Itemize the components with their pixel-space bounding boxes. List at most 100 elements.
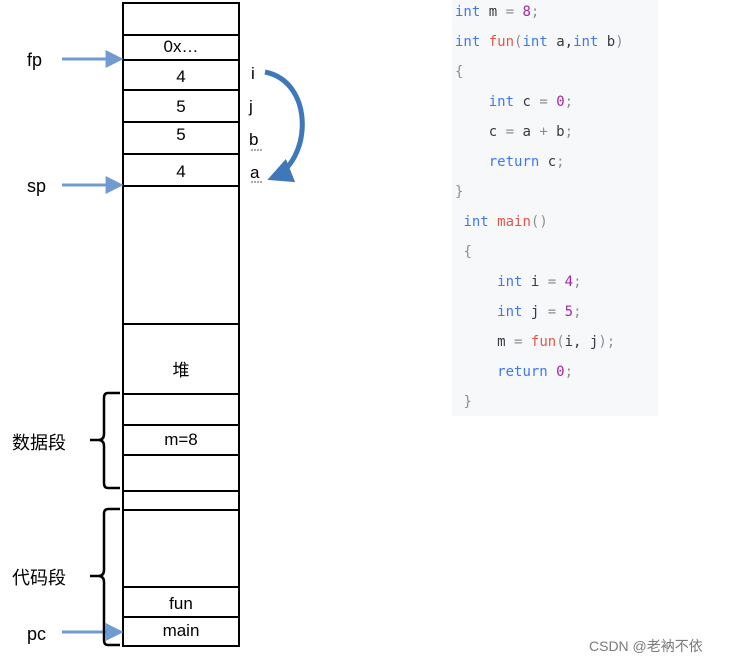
mem-divider	[124, 393, 238, 395]
code-token: 4	[564, 274, 574, 290]
data-segment-label: 数据段	[12, 433, 66, 453]
code-token	[455, 304, 497, 320]
memory-stack: 0x… 4 5 5 4 堆 m=8 fun main	[122, 2, 240, 647]
code-token: {	[463, 244, 472, 260]
code-token: m	[455, 334, 515, 350]
code-segment-brace	[90, 507, 120, 647]
code-line: {	[455, 64, 463, 80]
fp-label: fp	[27, 50, 43, 70]
mem-divider	[124, 586, 238, 588]
code-token: a	[514, 124, 540, 140]
code-segment-label: 代码段	[12, 568, 66, 588]
code-line: int main()	[455, 214, 548, 230]
code-token: 5	[564, 304, 574, 320]
code-line: {	[455, 244, 472, 260]
watermark: CSDN @老衲不依	[589, 638, 703, 654]
var-label-a: a	[250, 163, 260, 182]
code-token: =	[505, 124, 515, 140]
code-token: int	[573, 34, 599, 50]
stack-cell-j: 5	[176, 97, 186, 116]
code-token: )	[615, 34, 624, 50]
code-line: int m = 8;	[455, 4, 539, 20]
code-token: 8	[522, 4, 531, 20]
code-token: }	[455, 184, 464, 200]
code-token: main	[497, 214, 531, 230]
code-line: int j = 5;	[455, 304, 582, 320]
code-token: ;	[564, 94, 574, 110]
stack-cell-frame-addr: 0x…	[163, 37, 199, 56]
mem-divider	[124, 323, 238, 325]
code-token: int	[455, 4, 481, 20]
code-token: ;	[530, 4, 540, 20]
code-line: return 0;	[455, 364, 573, 380]
code-token	[548, 364, 556, 380]
code-token: int	[497, 304, 523, 320]
stack-cell-b: 5	[176, 125, 186, 144]
code-token: j	[522, 304, 548, 320]
code-token: (	[556, 334, 565, 350]
code-token	[548, 94, 556, 110]
code-token: 0	[556, 364, 565, 380]
code-panel: int m = 8;int fun(int a,int b){ int c = …	[452, 0, 658, 416]
code-token: =	[547, 304, 557, 320]
code-token	[455, 364, 497, 380]
mem-divider	[124, 509, 238, 511]
code-line: m = fun(i, j);	[455, 334, 615, 350]
curved-arrow	[264, 69, 305, 183]
code-token: ;	[573, 304, 582, 320]
data-cell-m: m=8	[164, 430, 198, 449]
mem-divider	[124, 424, 238, 426]
code-token: i	[522, 274, 548, 290]
code-token: a,	[547, 34, 574, 50]
code-token: fun	[488, 34, 515, 50]
code-token: int	[463, 214, 489, 230]
code-token	[455, 154, 489, 170]
code-line: c = a + b;	[455, 124, 573, 140]
mem-divider	[124, 121, 238, 123]
code-token: ;	[556, 154, 565, 170]
code-token	[455, 94, 489, 110]
code-token: );	[598, 334, 616, 350]
code-token: i, j	[564, 334, 599, 350]
code-token: m	[480, 4, 506, 20]
var-label-i: i	[251, 64, 255, 83]
code-line: return c;	[455, 154, 565, 170]
code-token: =	[505, 4, 515, 20]
code-token: int	[497, 274, 523, 290]
code-token: (	[514, 34, 523, 50]
code-token	[455, 274, 497, 290]
code-token: }	[463, 394, 472, 410]
code-token: int	[488, 94, 515, 110]
code-token: ;	[564, 364, 574, 380]
code-token: ;	[573, 274, 582, 290]
code-token: b	[598, 34, 616, 50]
pc-label: pc	[27, 624, 47, 644]
code-token: c	[455, 124, 506, 140]
code-token: fun	[530, 334, 557, 350]
code-token: int	[522, 34, 548, 50]
mem-divider	[124, 185, 238, 187]
code-token: +	[539, 124, 548, 140]
mem-divider	[124, 59, 238, 61]
code-line: int fun(int a,int b)	[455, 34, 624, 50]
code-token: return	[497, 364, 548, 380]
mem-divider	[124, 490, 238, 492]
code-token: =	[539, 94, 548, 110]
code-token	[556, 304, 564, 320]
code-token: c	[514, 94, 540, 110]
code-cell-fun: fun	[169, 594, 193, 613]
mem-divider	[124, 89, 238, 91]
code-line: }	[455, 394, 472, 410]
var-label-j: j	[249, 97, 253, 116]
code-token: return	[488, 154, 540, 170]
code-token	[556, 274, 564, 290]
mem-divider	[124, 34, 238, 36]
code-token: int	[455, 34, 481, 50]
code-line: }	[455, 184, 463, 200]
mem-divider	[124, 153, 238, 155]
code-token: {	[455, 64, 464, 80]
code-token: ()	[530, 214, 548, 230]
stack-cell-a: 4	[176, 162, 186, 181]
code-line: int c = 0;	[455, 94, 573, 110]
code-token: ;	[564, 124, 574, 140]
